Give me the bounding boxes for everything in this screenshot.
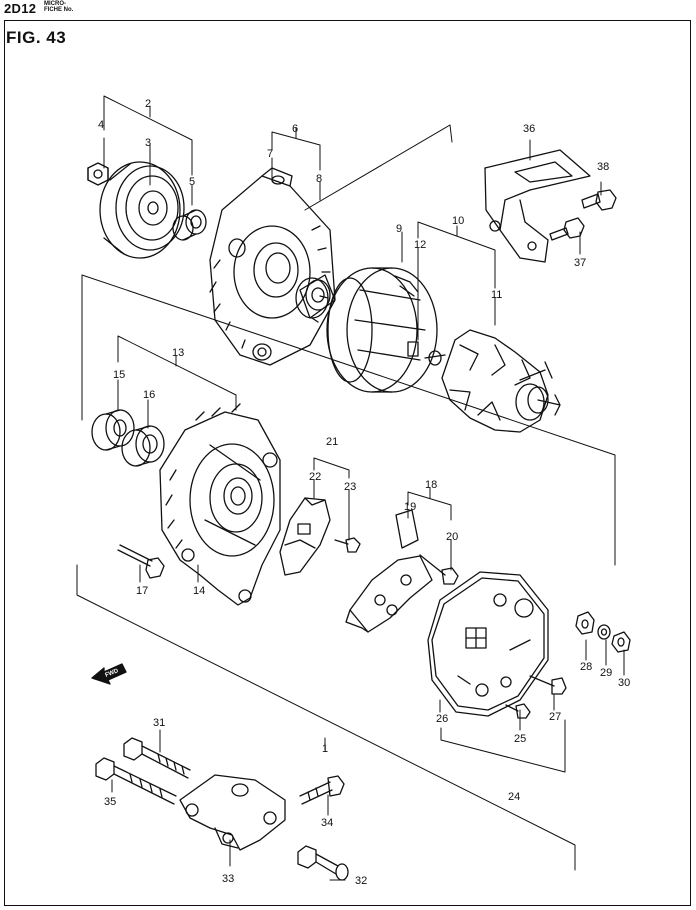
microfiche-line-1: MICRO- <box>44 1 66 7</box>
rotor-11 <box>424 329 561 433</box>
callout-30: 30 <box>618 677 630 689</box>
callout-18: 18 <box>425 479 437 491</box>
screw-25 <box>505 703 531 719</box>
callout-7: 7 <box>267 148 273 160</box>
front-housing-7 <box>209 167 336 366</box>
microfiche-label: MICRO- FICHE No. <box>44 1 73 13</box>
callout-3: 3 <box>145 137 151 149</box>
callout-16: 16 <box>143 389 155 401</box>
callout-28: 28 <box>580 661 592 673</box>
bearing-15 <box>91 409 135 451</box>
nut-30 <box>611 631 631 653</box>
callout-20: 20 <box>446 531 458 543</box>
bearing-16 <box>121 425 165 467</box>
callout-36: 36 <box>523 123 535 135</box>
bolt-38 <box>581 189 617 211</box>
callout-32: 32 <box>355 875 367 887</box>
callout-25: 25 <box>514 733 526 745</box>
callout-24: 24 <box>508 791 520 803</box>
bolt-35 <box>95 757 177 805</box>
figure-frame <box>4 20 691 906</box>
rear-housing-14 <box>159 403 281 606</box>
callout-11: 11 <box>491 289 502 301</box>
screw-20 <box>419 554 459 585</box>
callout-23: 23 <box>344 481 356 493</box>
stator-9 <box>326 267 438 393</box>
bolt-32 <box>297 845 349 881</box>
callout-10: 10 <box>452 215 464 227</box>
forward-label: FWD <box>105 668 121 679</box>
pulley-3 <box>99 161 185 259</box>
nut-28 <box>575 611 595 635</box>
callout-8: 8 <box>316 173 322 185</box>
callout-17: 17 <box>136 585 148 597</box>
figure-title: FIG. 43 <box>6 28 67 47</box>
forward-arrow-icon: FWD <box>91 663 127 685</box>
screw-23 <box>334 537 361 553</box>
bolt-27 <box>529 675 567 695</box>
callout-34: 34 <box>321 817 333 829</box>
section-code: 2D12 <box>4 1 37 16</box>
rear-cover-26 <box>427 571 549 717</box>
callout-38: 38 <box>597 161 609 173</box>
washer-29 <box>597 624 611 640</box>
bearing-8 <box>295 277 331 319</box>
callout-21: 21 <box>326 436 338 448</box>
bolt-31 <box>123 737 191 779</box>
callout-33: 33 <box>222 873 234 885</box>
microfiche-line-2: FICHE No. <box>44 7 74 13</box>
nut-4 <box>87 162 109 186</box>
callout-numbers: 1 2 3 4 5 6 7 8 9 10 11 12 13 14 15 16 1… <box>98 98 630 887</box>
callout-12: 12 <box>414 239 426 251</box>
callout-13: 13 <box>172 347 184 359</box>
regulator-22 <box>279 497 331 576</box>
mounting-bracket-33 <box>179 774 286 851</box>
adjusting-bracket-36 <box>484 149 591 263</box>
callout-4: 4 <box>98 119 104 131</box>
callout-14: 14 <box>193 585 205 597</box>
callout-29: 29 <box>600 667 612 679</box>
callout-35: 35 <box>104 796 116 808</box>
callout-6: 6 <box>292 123 298 135</box>
bolt-37 <box>549 217 585 241</box>
callout-26: 26 <box>436 713 448 725</box>
bolt-17 <box>117 544 165 579</box>
callout-2: 2 <box>145 98 151 110</box>
callout-19: 19 <box>404 501 416 513</box>
callout-27: 27 <box>549 711 561 723</box>
spacer-5 <box>172 209 207 241</box>
callout-9: 9 <box>396 223 402 235</box>
brush-holder-19 <box>345 509 433 633</box>
bolt-34 <box>299 775 345 805</box>
callout-1: 1 <box>322 743 328 755</box>
callout-31: 31 <box>153 717 165 729</box>
leader-lines <box>76 95 625 881</box>
callout-37: 37 <box>574 257 586 269</box>
callout-22: 22 <box>309 471 321 483</box>
callout-15: 15 <box>113 369 125 381</box>
callout-5: 5 <box>189 176 195 188</box>
